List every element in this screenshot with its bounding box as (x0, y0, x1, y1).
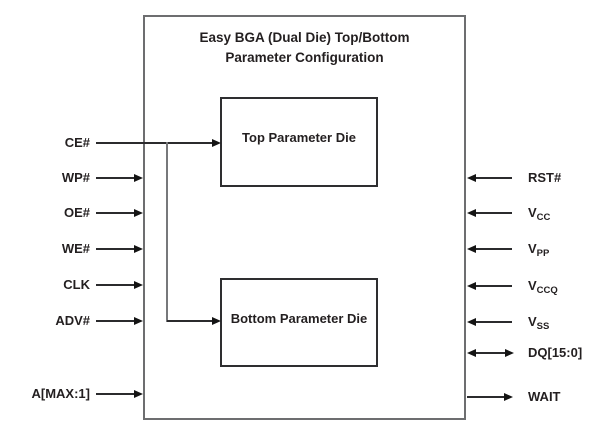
signal-line-vccq (476, 285, 512, 287)
arrowhead-rst-input (467, 174, 476, 182)
signal-line-address (96, 393, 134, 395)
arrowhead-ce-to-bottom-die (212, 317, 221, 325)
signal-line-vpp (476, 248, 512, 250)
signal-line-vss (476, 321, 512, 323)
signal-label-wait: WAIT (528, 389, 561, 404)
arrowhead-vpp-input (467, 245, 476, 253)
arrowhead-ce-to-top-die (212, 139, 221, 147)
signal-line-clk (96, 284, 134, 286)
signal-label-wp: WP# (61, 170, 90, 185)
signal-line-ce (96, 142, 212, 144)
signal-label-ce: CE# (64, 135, 90, 150)
vccq-main-text: V (528, 278, 537, 293)
arrowhead-oe-input (134, 209, 143, 217)
arrowhead-address-input (134, 390, 143, 398)
signal-label-adv: ADV# (55, 313, 90, 328)
signal-label-dq: DQ[15:0] (528, 345, 583, 360)
signal-label-vccq: VCCQ (528, 277, 558, 296)
arrowhead-wait-output (504, 393, 513, 401)
arrowhead-vcc-input (467, 209, 476, 217)
signal-label-oe: OE# (63, 205, 90, 220)
signal-label-clk: CLK (63, 277, 90, 292)
signal-line-we (96, 248, 134, 250)
signal-label-vcc: VCC (528, 204, 551, 223)
signal-label-vss: VSS (528, 313, 550, 332)
vcc-main-text: V (528, 205, 537, 220)
signal-line-wp (96, 177, 134, 179)
vss-subscript-text: SS (536, 321, 550, 332)
arrowhead-vss-input (467, 318, 476, 326)
ce-branch-vertical-line (166, 142, 168, 322)
top-parameter-die-label: Top Parameter Die (242, 130, 356, 145)
arrowhead-clk-input (134, 281, 143, 289)
arrowhead-adv-input (134, 317, 143, 325)
bottom-parameter-die-box: Bottom Parameter Die (220, 278, 378, 367)
signal-label-we: WE# (61, 241, 90, 256)
top-parameter-die-box: Top Parameter Die (220, 97, 378, 187)
signal-line-oe (96, 212, 134, 214)
signal-label-address: A[MAX:1] (31, 386, 91, 401)
signal-label-vpp: VPP (528, 240, 550, 259)
signal-label-rst: RST# (528, 170, 562, 185)
signal-line-wait (467, 396, 504, 398)
vcc-subscript-text: CC (536, 212, 551, 223)
ce-branch-line-to-bottom-die (167, 320, 212, 322)
vccq-subscript-text: CCQ (536, 285, 558, 296)
vpp-main-text: V (528, 241, 537, 256)
signal-line-rst (476, 177, 512, 179)
arrowhead-we-input (134, 245, 143, 253)
signal-line-adv (96, 320, 134, 322)
signal-line-vcc (476, 212, 512, 214)
arrowhead-vccq-input (467, 282, 476, 290)
signal-line-dq (476, 352, 505, 354)
vpp-subscript-text: PP (536, 248, 550, 259)
diagram-title-line1: Easy BGA (Dual Die) Top/Bottom (199, 30, 410, 45)
arrowhead-dq-right (505, 349, 514, 357)
arrowhead-dq-left (467, 349, 476, 357)
vss-main-text: V (528, 314, 537, 329)
bottom-parameter-die-label: Bottom Parameter Die (230, 310, 368, 326)
arrowhead-wp-input (134, 174, 143, 182)
diagram-title-line2: Parameter Configuration (225, 50, 384, 65)
